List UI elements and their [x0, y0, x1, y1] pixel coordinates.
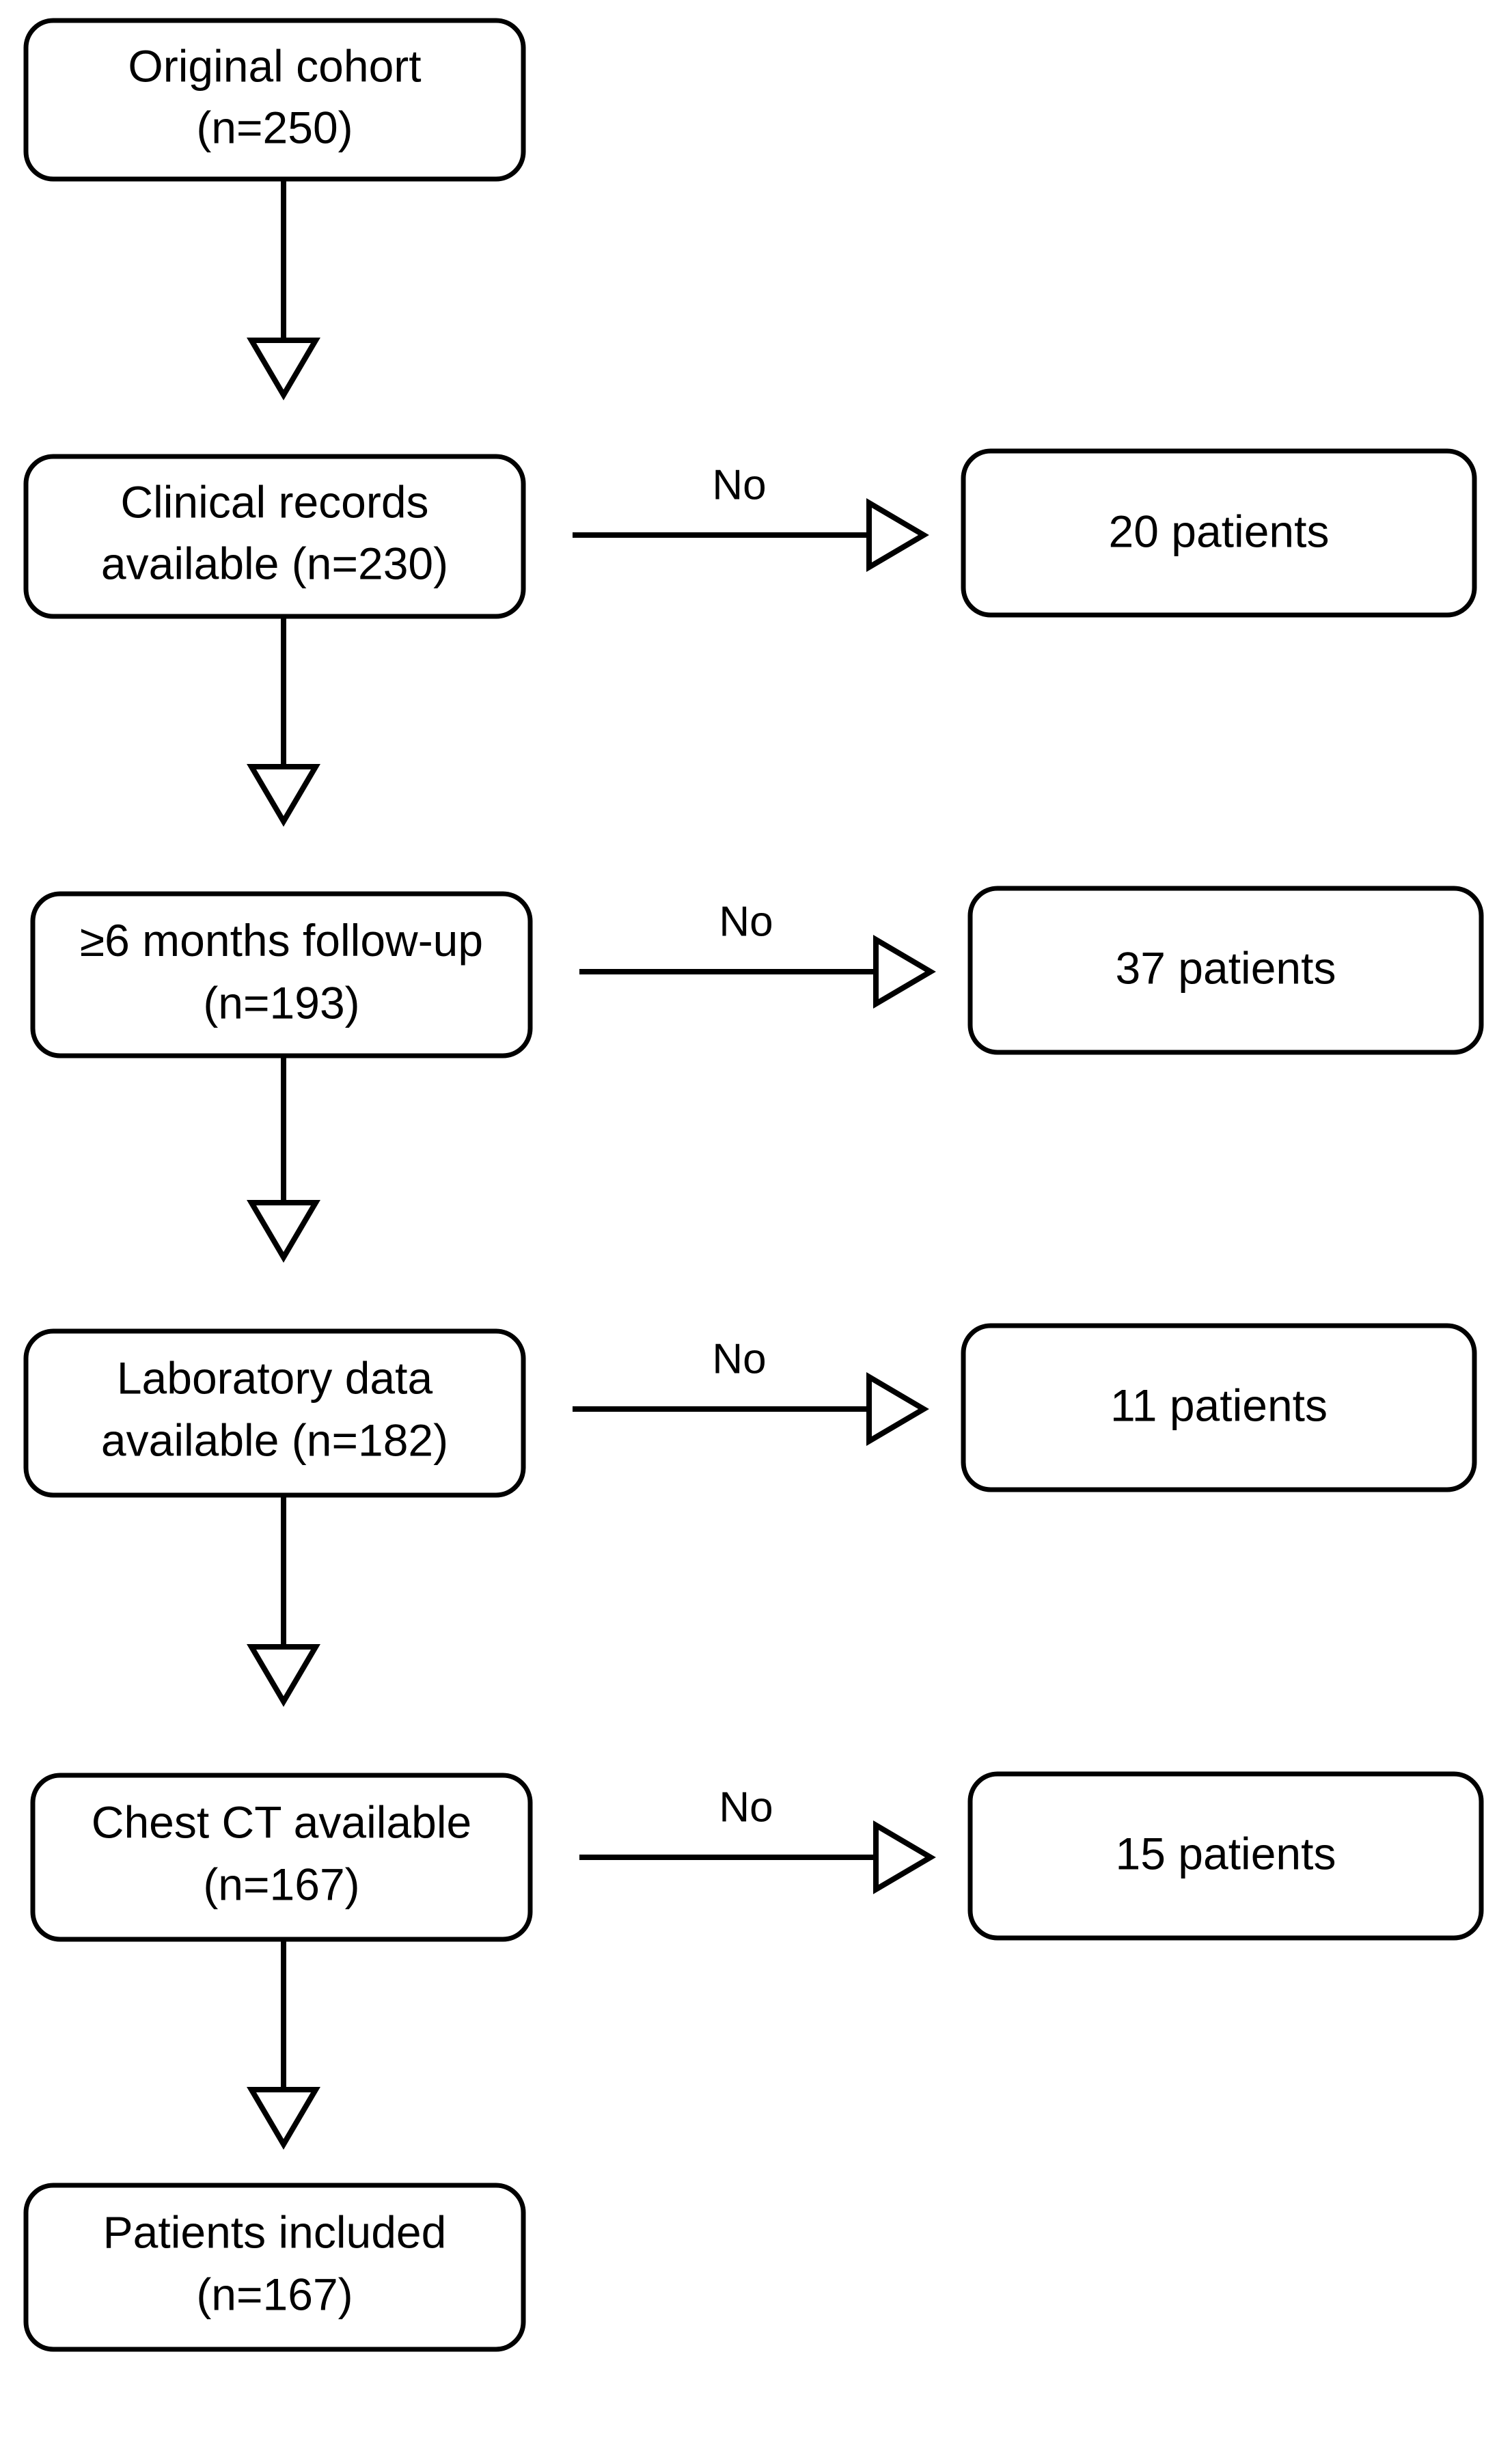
node-line-2: available (n=182) [101, 1414, 448, 1465]
node-line-2: (n=193) [203, 977, 359, 1028]
exclusion-node-15-patients[interactable]: 15 patients [967, 1771, 1484, 1941]
connector-n2-to-x1: No [573, 461, 929, 572]
arrowhead-down-icon [247, 1200, 320, 1263]
connector-n1-to-n2 [247, 179, 320, 400]
arrowhead-right-icon [873, 935, 936, 1009]
connector-n3-to-x2: No [579, 898, 936, 1009]
node-line-2: (n=167) [196, 2269, 353, 2319]
node-line-1: Laboratory data [117, 1352, 433, 1403]
arrowhead-down-icon [247, 1644, 320, 1707]
node-laboratory-data[interactable]: Laboratory data available (n=182) [23, 1328, 526, 1498]
exclusion-node-20-patients[interactable]: 20 patients [961, 448, 1477, 618]
connector-n3-to-n4 [247, 1056, 320, 1263]
node-box [967, 886, 1484, 1055]
node-line-2: (n=167) [203, 1859, 359, 1909]
node-box [23, 454, 526, 619]
arrowhead-right-icon [873, 1820, 936, 1894]
arrowhead-right-icon [866, 498, 929, 572]
arrowhead-down-icon [247, 2087, 320, 2150]
branch-label-no: No [719, 898, 773, 945]
connector-n5-to-n6 [247, 1939, 320, 2150]
node-line-1: Clinical records [120, 476, 428, 527]
node-box [30, 891, 533, 1058]
connector-n2-to-n3 [247, 616, 320, 827]
exclusion-node-37-patients[interactable]: 37 patients [967, 886, 1484, 1055]
node-line-1: Patients included [103, 2206, 447, 2257]
node-six-months-followup[interactable]: ≥6 months follow-up (n=193) [30, 891, 533, 1058]
branch-label-no: No [712, 1335, 766, 1382]
connector-n4-to-n5 [247, 1495, 320, 1707]
node-line-1-bold: ≥6 [80, 915, 130, 966]
node-line-1: Chest CT available [92, 1796, 471, 1847]
node-chest-ct[interactable]: Chest CT available (n=167) [30, 1773, 533, 1942]
node-original-cohort[interactable]: Original cohort (n=250) [23, 18, 526, 182]
node-box [961, 448, 1477, 618]
node-box [30, 1773, 533, 1942]
branch-label-no: No [719, 1784, 773, 1831]
node-box [967, 1771, 1484, 1941]
node-line-1: ≥6 months follow-up [80, 915, 483, 966]
exclusion-label: 20 patients [1109, 506, 1330, 556]
node-box [23, 1328, 526, 1498]
exclusion-node-11-patients[interactable]: 11 patients [961, 1323, 1477, 1492]
connector-n5-to-x4: No [579, 1784, 936, 1894]
exclusion-label: 37 patients [1116, 942, 1336, 993]
arrowhead-down-icon [247, 764, 320, 827]
arrowhead-down-icon [247, 338, 320, 400]
node-line-1: Original cohort [128, 40, 421, 91]
node-line-1-rest: months follow-up [130, 915, 483, 966]
node-box [23, 2183, 526, 2352]
exclusion-label: 11 patients [1110, 1380, 1328, 1430]
connector-n4-to-x3: No [573, 1335, 929, 1446]
branch-label-no: No [712, 461, 766, 508]
node-box [23, 18, 526, 182]
node-box [961, 1323, 1477, 1492]
node-patients-included[interactable]: Patients included (n=167) [23, 2183, 526, 2352]
node-line-2: available (n=230) [101, 538, 448, 588]
exclusion-label: 15 patients [1116, 1828, 1336, 1878]
node-clinical-records[interactable]: Clinical records available (n=230) [23, 454, 526, 619]
arrowhead-right-icon [866, 1372, 929, 1446]
node-line-2: (n=250) [196, 102, 353, 152]
